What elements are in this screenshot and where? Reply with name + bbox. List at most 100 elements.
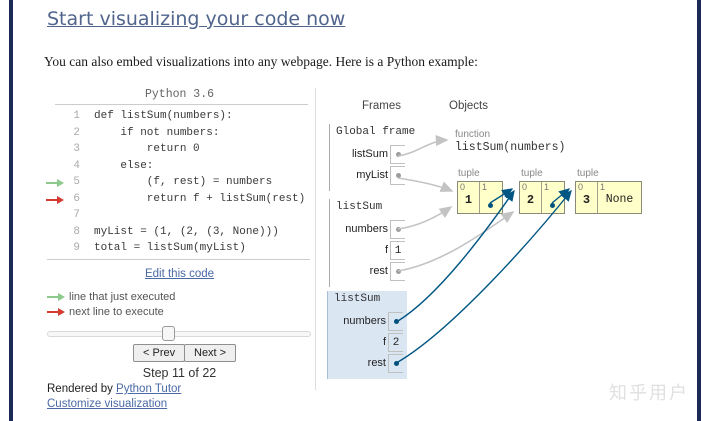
line-number: 5 [73,176,80,188]
tuple-value: None [605,193,634,206]
code-line: 2 if not numbers: [47,127,305,144]
step-slider-handle[interactable] [162,326,175,341]
value-cell: 2 [388,333,403,352]
variable-name: f [384,244,388,256]
line-number: 3 [73,143,80,155]
customize-visualization-link[interactable]: Customize visualization [47,398,168,410]
tuple-object-1: 0 1 1 [457,181,503,214]
line-number: 8 [73,225,80,238]
legend-executed-line: line that just executed [47,291,175,303]
tuple-value: 2 [526,193,535,207]
listsum-frame-2-current: listSum numbers f 2 rest [327,291,407,379]
tuple-cell: 1 None [598,182,641,213]
code-line: 1 def listSum(numbers): [47,110,305,127]
line-number: 6 [73,192,80,205]
legend-executed-label: line that just executed [69,291,176,303]
pointer-dot-icon [488,203,493,208]
python-tutor-link[interactable]: Python Tutor [116,383,182,395]
variable-row: listSum [336,145,415,166]
edge-frame1-numbers-to-tuple1 [397,206,453,230]
code-panel-bottom-divider [47,259,310,260]
tuple-index: 1 [600,182,606,192]
variable-row: numbers [334,312,407,333]
pointer-cell [390,262,405,281]
code-line: 4 else: [47,160,305,177]
pointer-dot-icon [395,152,401,157]
variable-row: f 1 [336,241,405,262]
code-line: 5 (f, rest) = numbers [47,176,305,193]
step-slider-rail[interactable] [47,331,311,337]
tuple-object-3: 0 3 1 None [575,181,642,214]
frame-label: Global frame [336,126,416,138]
tuple-value: 1 [464,193,473,207]
code-text: if not numbers: [94,126,220,139]
intro-text: You can also embed visualizations into a… [44,54,478,69]
global-frame: Global frame listSum myList [329,124,415,191]
code-text: def listSum(numbers): [94,110,233,122]
code-line: 7 [47,209,305,226]
listsum-frame-1: listSum numbers f 1 rest [329,199,405,287]
tuple-index: 1 [544,182,550,192]
tuple-type-label: tuple [458,168,480,179]
function-signature: listSum(numbers) [455,141,566,154]
right-border-bar [697,0,701,421]
red-arrow-icon [47,308,65,316]
value-cell: 1 [390,241,405,260]
pointer-cell [390,166,405,185]
code-line: 9 total = listSum(myList) [47,242,305,259]
variable-name: numbers [345,223,388,235]
variable-name: myList [356,169,388,181]
edit-code-link[interactable]: Edit this code [144,268,215,280]
executed-line-arrow-icon [46,179,64,187]
zhihu-user-watermark: 知乎用户 [609,383,689,404]
left-border-bar [9,0,13,421]
rendered-by-prefix: Rendered by [47,383,117,395]
object-type-label: function [455,129,491,140]
tuple-cell: 1 [542,182,564,213]
next-line-arrow-icon [46,196,64,204]
tuple-index: 1 [482,182,488,192]
next-step-button[interactable]: Next > [184,344,237,362]
variable-name: f [382,336,386,348]
tuple-type-label: tuple [577,168,599,179]
pointer-dot-icon [393,319,399,324]
tuple-cell: 1 [480,182,502,213]
pointer-dot-icon [395,269,401,274]
pointer-dot-icon [395,173,401,178]
function-object: function listSum(numbers) [455,129,565,154]
variable-row: rest [334,354,407,375]
variable-name: rest [367,357,386,369]
line-number: 9 [73,242,80,254]
python-version-label: Python 3.6 [144,88,214,101]
variable-row: rest [336,262,405,283]
frames-column-header: Frames [362,100,401,112]
green-arrow-icon [47,293,65,301]
code-line: 3 return 0 [47,143,305,160]
code-listing: 1 def listSum(numbers): 2 if not numbers:… [47,110,305,259]
tuple-cell: 0 3 [576,182,598,213]
code-line: 6 return f + listSum(rest) [47,193,305,210]
code-text: return 0 [94,143,200,155]
code-text: (f, rest) = numbers [94,176,273,188]
variable-name: rest [369,265,388,277]
line-number: 1 [73,110,80,122]
variable-name: listSum [351,148,388,160]
pointer-cell [388,354,403,373]
variable-name: numbers [343,315,386,327]
panel-divider [315,88,316,390]
edge-frame2-rest-to-tuple3 [397,189,572,363]
prev-step-button[interactable]: < Prev [133,344,186,362]
line-number: 7 [73,209,80,221]
variable-row: numbers [336,220,405,241]
legend-next-line: next line to execute [47,306,164,318]
pointer-dot-icon [395,227,401,232]
tuple-cell: 0 2 [520,182,542,213]
pointer-dot-icon [550,203,555,208]
pointer-dot-icon [393,361,399,366]
pointer-cell [390,220,405,239]
start-visualizing-link[interactable]: Start visualizing your code now [47,8,346,30]
code-text: return f + listSum(rest) [94,192,306,205]
tuple-index: 0 [522,182,528,192]
code-text: total = listSum(myList) [94,242,246,254]
